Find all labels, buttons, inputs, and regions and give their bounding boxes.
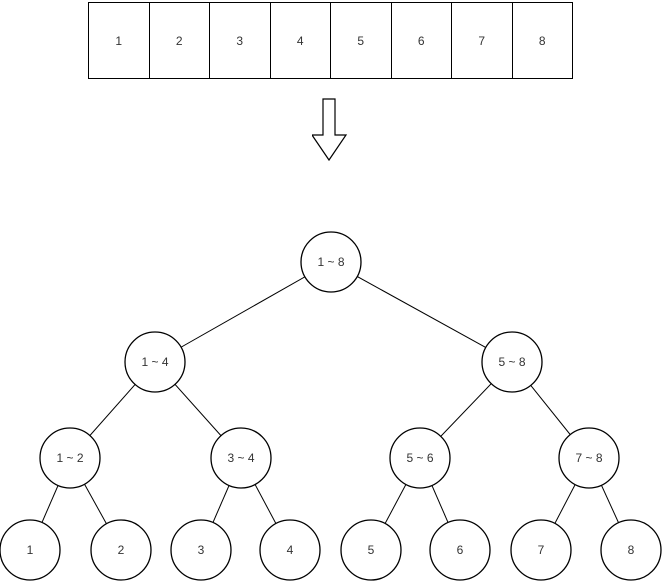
array-cell-1: 1 <box>88 2 150 79</box>
tree-node-label: 1 <box>27 543 34 557</box>
array-cell-6: 6 <box>390 2 452 79</box>
tree-node-5-6: 5 ~ 6 <box>389 427 451 489</box>
tree-leaf-6: 6 <box>429 519 491 581</box>
tree-leaf-3: 3 <box>170 519 232 581</box>
tree-node-label: 8 <box>628 543 635 557</box>
down-arrow-icon <box>312 98 348 162</box>
tree-node-label: 7 ~ 8 <box>575 451 602 465</box>
tree-leaf-4: 4 <box>259 519 321 581</box>
tree-node-1-4: 1 ~ 4 <box>124 331 186 393</box>
tree-node-5-8: 5 ~ 8 <box>481 331 543 393</box>
input-array: 1 2 3 4 5 6 7 8 <box>88 2 573 79</box>
tree-node-label: 2 <box>118 543 125 557</box>
tree-edge <box>330 261 513 363</box>
tree-node-label: 1 ~ 2 <box>56 451 83 465</box>
tree-edge <box>154 261 332 363</box>
tree-node-label: 5 ~ 6 <box>406 451 433 465</box>
tree-node-1-2: 1 ~ 2 <box>39 427 101 489</box>
array-cell-7: 7 <box>451 2 513 79</box>
tree-node-1-8: 1 ~ 8 <box>300 231 362 293</box>
tree-leaf-2: 2 <box>90 519 152 581</box>
tree-leaf-8: 8 <box>600 519 662 581</box>
tree-node-7-8: 7 ~ 8 <box>558 427 620 489</box>
tree-leaf-7: 7 <box>510 519 572 581</box>
tree-node-label: 4 <box>287 543 294 557</box>
tree-leaf-1: 1 <box>0 519 61 581</box>
tree-node-label: 5 <box>368 543 375 557</box>
tree-node-label: 3 ~ 4 <box>227 451 254 465</box>
tree-leaf-5: 5 <box>340 519 402 581</box>
tree-node-label: 3 <box>198 543 205 557</box>
tree-node-label: 5 ~ 8 <box>498 355 525 369</box>
array-cell-8: 8 <box>511 2 573 79</box>
tree-node-label: 1 ~ 8 <box>317 255 344 269</box>
tree-node-label: 7 <box>538 543 545 557</box>
tree-node-3-4: 3 ~ 4 <box>210 427 272 489</box>
array-cell-5: 5 <box>330 2 392 79</box>
tree-node-label: 1 ~ 4 <box>141 355 168 369</box>
tree-node-label: 6 <box>457 543 464 557</box>
array-cell-2: 2 <box>148 2 210 79</box>
